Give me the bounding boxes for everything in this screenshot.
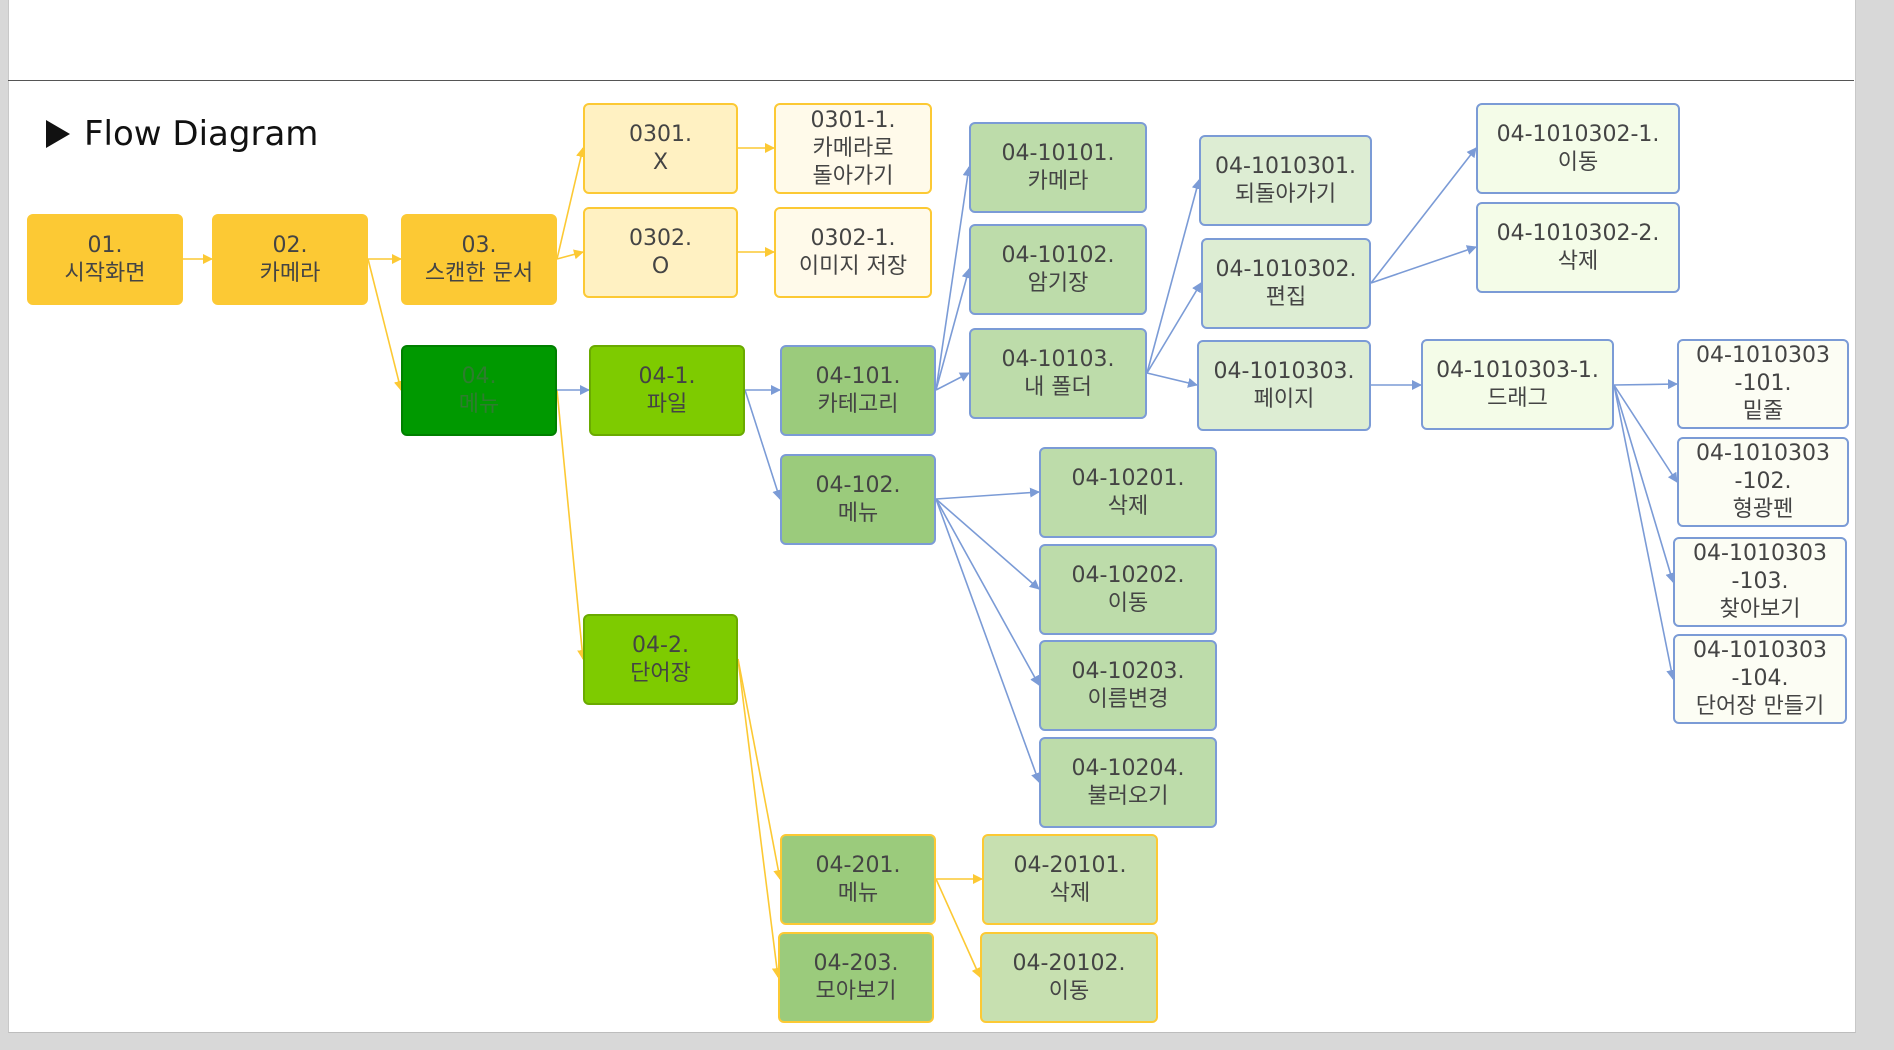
node-0301-1-back-to-camera[interactable]: 0301-1. 카메라로 돌아가기 [774, 103, 932, 194]
node-04-201-menu[interactable]: 04-201. 메뉴 [780, 834, 936, 925]
diagram-title-text: Flow Diagram [84, 114, 319, 154]
node-03-scanned-doc[interactable]: 03. 스캔한 문서 [401, 214, 557, 305]
node-04-1-file[interactable]: 04-1. 파일 [589, 345, 745, 436]
node-label: 04-102. 메뉴 [815, 472, 901, 526]
node-04-20102-move[interactable]: 04-20102. 이동 [980, 932, 1158, 1023]
connector-arrow [556, 147, 586, 260]
connector-arrow [1146, 372, 1198, 388]
node-label: 04-1010303. 페이지 [1213, 358, 1355, 412]
node-label: 02. 카메라 [259, 232, 321, 286]
node-04-1010302-2-delete[interactable]: 04-1010302-2. 삭제 [1476, 202, 1680, 293]
node-04-menu[interactable]: 04. 메뉴 [401, 345, 557, 436]
node-04-1010303-1-drag[interactable]: 04-1010303-1. 드래그 [1421, 339, 1614, 430]
connector-arrow [737, 658, 782, 978]
node-label: 04-1010302. 편집 [1215, 256, 1357, 310]
connector-arrow [367, 258, 404, 391]
node-04-10203-rename[interactable]: 04-10203. 이름변경 [1039, 640, 1217, 731]
node-label: 04-1010303 -104. 단어장 만들기 [1693, 638, 1827, 719]
node-label: 03. 스캔한 문서 [424, 232, 534, 286]
node-label: 04-20101. 삭제 [1013, 852, 1127, 906]
node-label: 04. 메뉴 [458, 363, 500, 417]
node-04-1010303-101-underline[interactable]: 04-1010303 -101. 밑줄 [1677, 339, 1849, 429]
connector-arrow [1613, 379, 1678, 390]
node-label: 01. 시작화면 [64, 232, 146, 286]
connector-arrow [935, 498, 1040, 590]
connector-arrow [744, 389, 783, 500]
node-04-10102-memo[interactable]: 04-10102. 암기장 [969, 224, 1147, 315]
connector-arrow [556, 389, 588, 660]
node-label: 04-1010301. 되돌아가기 [1215, 153, 1356, 207]
node-04-10103-my-folder[interactable]: 04-10103. 내 폴더 [969, 328, 1147, 419]
connector-arrow [1613, 384, 1678, 483]
diagram-title: Flow Diagram [46, 112, 318, 156]
node-01-start-screen[interactable]: 01. 시작화면 [27, 214, 183, 305]
node-04-1010303-104-make-wordbook[interactable]: 04-1010303 -104. 단어장 만들기 [1673, 634, 1847, 724]
connector-arrow [1370, 245, 1477, 284]
node-04-102-menu[interactable]: 04-102. 메뉴 [780, 454, 936, 545]
node-04-10101-camera[interactable]: 04-10101. 카메라 [969, 122, 1147, 213]
connector-arrow [935, 878, 981, 978]
node-0302-1-save-image[interactable]: 0302-1. 이미지 저장 [774, 207, 932, 298]
node-label: 04-10202. 이동 [1071, 562, 1185, 616]
node-label: 04-101. 카테고리 [815, 363, 901, 417]
node-04-1010301-undo[interactable]: 04-1010301. 되돌아가기 [1199, 135, 1372, 226]
connector-arrow [935, 166, 973, 391]
connector-arrow [935, 372, 970, 391]
node-label: 04-10204. 불러오기 [1071, 755, 1185, 809]
node-label: 04-1010303-1. 드래그 [1436, 357, 1599, 411]
play-triangle-icon [46, 120, 70, 148]
node-04-10204-load[interactable]: 04-10204. 불러오기 [1039, 737, 1217, 828]
node-label: 0302-1. 이미지 저장 [798, 225, 908, 279]
connector-arrow [935, 487, 1040, 500]
node-02-camera[interactable]: 02. 카메라 [212, 214, 368, 305]
node-04-20101-delete[interactable]: 04-20101. 삭제 [982, 834, 1158, 925]
node-label: 04-10201. 삭제 [1071, 465, 1185, 519]
node-label: 04-203. 모아보기 [813, 950, 899, 1004]
node-label: 0302. O [629, 225, 692, 279]
node-04-1010303-103-lookup[interactable]: 04-1010303 -103. 찾아보기 [1673, 537, 1847, 627]
connector-arrow [1146, 282, 1202, 374]
node-label: 04-10102. 암기장 [1001, 242, 1115, 296]
connector-arrow [935, 268, 972, 391]
node-label: 04-1010303 -101. 밑줄 [1696, 343, 1830, 424]
node-label: 04-1010303 -103. 찾아보기 [1693, 541, 1827, 622]
connector-arrow [1370, 147, 1477, 284]
node-04-1010302-1-move[interactable]: 04-1010302-1. 이동 [1476, 103, 1680, 194]
node-label: 04-1010302-2. 삭제 [1496, 220, 1660, 274]
node-label: 04-201. 메뉴 [815, 852, 901, 906]
node-label: 04-10103. 내 폴더 [1001, 346, 1115, 400]
node-04-1010302-edit[interactable]: 04-1010302. 편집 [1201, 238, 1371, 329]
node-label: 04-1010303 -102. 형광펜 [1696, 441, 1830, 522]
node-04-2-wordbook[interactable]: 04-2. 단어장 [583, 614, 738, 705]
connector-arrow [737, 658, 784, 880]
node-label: 04-20102. 이동 [1012, 950, 1126, 1004]
node-04-101-category[interactable]: 04-101. 카테고리 [780, 345, 936, 436]
node-label: 0301-1. 카메라로 돌아가기 [810, 107, 896, 189]
node-04-1010303-102-highlighter[interactable]: 04-1010303 -102. 형광펜 [1677, 437, 1849, 527]
node-0302-o[interactable]: 0302. O [583, 207, 738, 298]
header-divider [8, 80, 1854, 81]
node-04-203-collect-view[interactable]: 04-203. 모아보기 [778, 932, 934, 1023]
connector-arrow [556, 249, 584, 260]
connector-arrow [1146, 179, 1202, 374]
node-label: 04-1010302-1. 이동 [1496, 121, 1660, 175]
connector-arrow [1613, 384, 1677, 680]
node-label: 0301. X [629, 121, 692, 175]
node-04-10201-delete[interactable]: 04-10201. 삭제 [1039, 447, 1217, 538]
node-0301-x[interactable]: 0301. X [583, 103, 738, 194]
connector-arrow [1613, 384, 1676, 583]
node-label: 04-2. 단어장 [630, 632, 691, 686]
node-04-1010303-page[interactable]: 04-1010303. 페이지 [1197, 340, 1371, 431]
node-label: 04-10101. 카메라 [1001, 140, 1115, 194]
node-label: 04-10203. 이름변경 [1071, 658, 1185, 712]
connector-arrow [935, 498, 1041, 783]
connector-arrow [935, 498, 1040, 686]
node-label: 04-1. 파일 [638, 363, 696, 417]
node-04-10202-move[interactable]: 04-10202. 이동 [1039, 544, 1217, 635]
